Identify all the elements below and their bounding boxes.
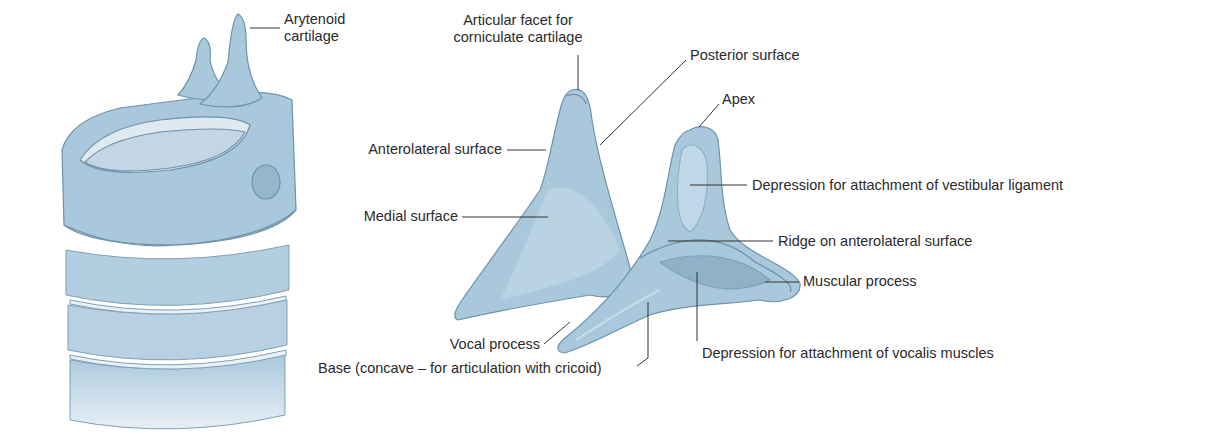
part-label: Apex xyxy=(722,91,755,108)
arytenoid-medial-view xyxy=(455,89,632,320)
part-label: Base (concave – for articulation with cr… xyxy=(318,360,602,377)
part-label: Arytenoid cartilage xyxy=(284,11,374,45)
part-label: Vocal process xyxy=(390,336,540,353)
part-label: Muscular process xyxy=(803,273,917,290)
arytenoid-anterolateral-view xyxy=(558,127,800,353)
part-label: Posterior surface xyxy=(690,47,800,64)
part-label: Ridge on anterolateral surface xyxy=(778,233,972,250)
part-label: Depression for attachment of vestibular … xyxy=(752,177,1063,194)
cricoid-cartilage xyxy=(62,92,296,245)
leader-lines xyxy=(250,28,799,366)
part-label: Medial surface xyxy=(330,208,458,225)
part-label: Depression for attachment of vocalis mus… xyxy=(702,345,994,362)
part-label: Anterolateral surface xyxy=(330,141,502,158)
trachea xyxy=(66,245,289,429)
arytenoid-pair xyxy=(178,14,262,107)
part-label: Articular facet for corniculate cartilag… xyxy=(428,12,608,46)
